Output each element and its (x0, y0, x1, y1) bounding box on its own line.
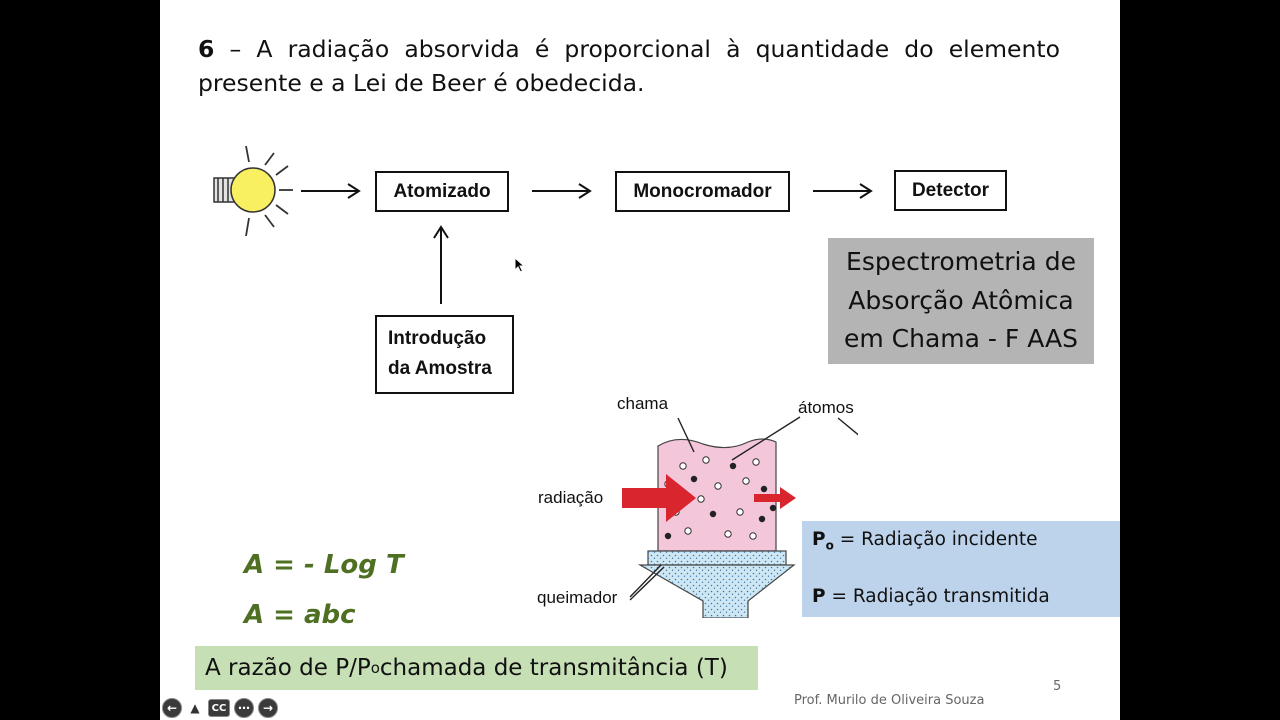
arrow-right-icon[interactable]: → (258, 698, 278, 718)
p0-subscript: o (825, 538, 834, 553)
presentation-slide: 6 – A radiação absorvida é proporcional … (160, 0, 1120, 720)
formula-beer: A = abc (244, 600, 356, 630)
block-diagram-graphics (213, 145, 873, 304)
technique-line1: Espectrometria de (846, 247, 1076, 276)
atom-markers (664, 456, 777, 540)
detector-box: Detector (894, 170, 1007, 211)
heading-number: 6 (198, 35, 215, 63)
radiation-arrows (622, 474, 796, 522)
slideshow-controls: ← ▲ CC ⋯ → (162, 697, 278, 719)
flame-label: chama (617, 394, 669, 413)
transmittance-prefix: A razão de P/P (205, 655, 371, 681)
author-credit: Prof. Murilo de Oliveira Souza (794, 693, 985, 708)
atomizer-box: Atomizado (375, 171, 509, 212)
cc-button[interactable]: CC (208, 699, 230, 717)
legend-incident: Po = Radiação incidente (812, 529, 1037, 553)
detector-label: Detector (911, 179, 990, 201)
arrow-left-icon[interactable]: ← (162, 698, 182, 718)
legend-transmitted: P = Radiação transmitida (812, 586, 1050, 607)
transmittance-subscript: o (370, 659, 380, 677)
monochromator-box: Monocromador (615, 171, 790, 212)
p-symbol: P (812, 586, 826, 607)
atoms-label: átomos (798, 398, 854, 417)
sample-intro-box: Introdução da Amostra (375, 315, 514, 394)
lamp-icon (213, 145, 293, 237)
transmittance-suffix: chamada de transmitância (T) (379, 655, 728, 681)
monochromator-label: Monocromador (633, 180, 772, 202)
more-icon[interactable]: ⋯ (234, 698, 254, 718)
heading-text: – A radiação absorvida é proporcional à … (198, 35, 1060, 97)
page-number: 5 (1053, 679, 1062, 694)
slide-heading: 6 – A radiação absorvida é proporcional … (198, 32, 1060, 100)
sample-intro-line2: da Amostra (388, 358, 492, 379)
flow-arrows (301, 183, 873, 304)
technique-panel: Espectrometria de Absorção Atômica em Ch… (828, 238, 1094, 364)
p0-text: = Radiação incidente (833, 529, 1038, 550)
burner-label: queimador (537, 588, 618, 607)
radiation-label: radiação (538, 488, 604, 507)
technique-line2: Absorção Atômica (848, 285, 1074, 315)
flame-figure (622, 417, 858, 618)
mouse-cursor-icon (514, 257, 526, 273)
radiation-legend: Po = Radiação incidente P = Radiação tra… (802, 521, 1120, 617)
formula-log: A = - Log T (244, 550, 404, 580)
p-text: = Radiação transmitida (825, 586, 1050, 607)
pointer-icon[interactable]: ▲ (190, 701, 200, 715)
technique-line3: em Chama - F AAS (844, 324, 1078, 353)
sample-intro-line1: Introdução (388, 328, 487, 349)
atomizer-label: Atomizado (393, 180, 491, 202)
p0-symbol: P (812, 529, 826, 550)
